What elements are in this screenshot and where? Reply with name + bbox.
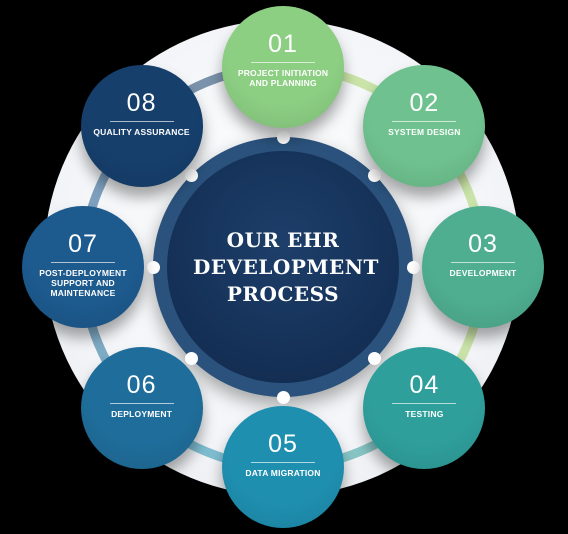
connector-dot (276, 390, 290, 404)
connector-dot (184, 352, 198, 366)
step-number: 06 (126, 371, 157, 400)
step-label: QUALITY ASSURANCE (93, 126, 190, 137)
step-label: TESTING (405, 409, 444, 420)
step-divider (251, 62, 315, 63)
step-label: DEVELOPMENT (449, 268, 517, 278)
step-divider (109, 120, 174, 122)
step-label: PROJECT INITIATION AND PLANNING (237, 68, 329, 88)
step-number: 08 (126, 88, 157, 117)
center-title-line-3: PROCESS (226, 281, 340, 306)
connector-dot (406, 260, 420, 274)
step-04-circle: 04 TESTING (363, 347, 486, 470)
step-label: DATA MIGRATION (245, 468, 321, 478)
step-divider (251, 462, 315, 463)
step-03-circle: 03 DEVELOPMENT (422, 206, 544, 328)
step-divider (392, 403, 457, 405)
step-divider (51, 262, 115, 263)
step-number: 07 (68, 230, 98, 258)
center-title: OUR EHR DEVELOPMENT PROCESS (193, 227, 379, 308)
step-02-circle: 02 SYSTEM DESIGN (363, 65, 486, 187)
connector-dot (276, 130, 290, 144)
center-hub-inner: OUR EHR DEVELOPMENT PROCESS (167, 151, 399, 383)
connector-dot (368, 352, 382, 366)
step-07-circle: 07 POST-DEPLOYMENT SUPPORT AND MAINTENAN… (22, 206, 144, 328)
connector-dot (184, 168, 198, 182)
step-divider (109, 403, 174, 405)
step-number: 04 (409, 371, 440, 400)
connector-dot (368, 168, 382, 182)
step-divider (451, 262, 515, 263)
connector-dot (146, 260, 160, 274)
step-08-circle: 08 QUALITY ASSURANCE (80, 65, 203, 187)
step-06-circle: 06 DEPLOYMENT (80, 347, 203, 470)
step-label: SYSTEM DESIGN (388, 126, 461, 137)
step-label: DEPLOYMENT (111, 409, 173, 420)
step-number: 02 (409, 88, 440, 117)
step-divider (392, 120, 457, 122)
step-number: 03 (468, 230, 498, 258)
step-label: POST-DEPLOYMENT SUPPORT AND MAINTENANCE (39, 268, 127, 298)
step-number: 01 (268, 30, 298, 58)
step-01-circle: 01 PROJECT INITIATION AND PLANNING (222, 6, 344, 128)
step-05-circle: 05 DATA MIGRATION (222, 406, 344, 528)
center-title-line-2: DEVELOPMENT (193, 254, 379, 279)
center-title-line-1: OUR EHR (226, 227, 340, 252)
step-number: 05 (268, 430, 298, 458)
